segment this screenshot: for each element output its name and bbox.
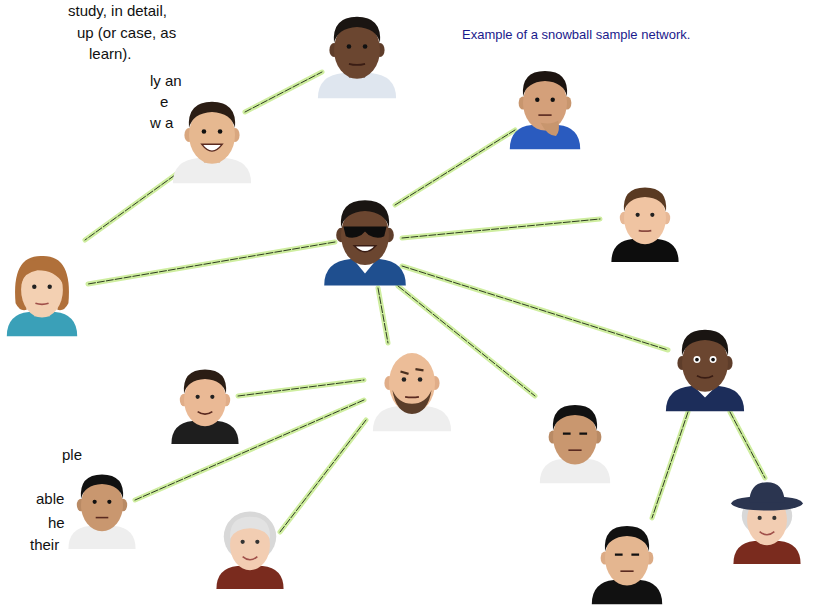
person-photo: [68, 475, 135, 550]
person-photo: [510, 71, 580, 149]
text-fragment: ple: [62, 446, 82, 463]
person-photo: [592, 526, 662, 604]
figure-caption: Example of a snowball sample network.: [462, 28, 690, 43]
text-fragment: w a: [150, 114, 173, 131]
person-photo: [666, 330, 744, 412]
person-photo: [611, 188, 678, 263]
person-photo: [216, 511, 283, 589]
network-ties: [85, 72, 765, 532]
text-fragment: he: [48, 514, 65, 531]
text-fragment: their: [30, 536, 59, 553]
person-photo: [324, 200, 406, 285]
person-photo: [7, 256, 77, 336]
text-fragment: ly an: [150, 72, 182, 89]
person-photo: [373, 353, 451, 431]
text-fragment: learn).: [89, 45, 132, 62]
text-fragment: up (or case, as: [77, 24, 176, 41]
text-fragment: study, in detail,: [68, 2, 167, 19]
person-photo: [318, 17, 396, 99]
person-photo: [171, 370, 238, 445]
person-photo: [731, 482, 802, 564]
text-fragment: e: [160, 93, 168, 110]
person-photo: [173, 102, 251, 184]
person-photo: [540, 405, 610, 483]
text-fragment: able: [36, 490, 64, 507]
